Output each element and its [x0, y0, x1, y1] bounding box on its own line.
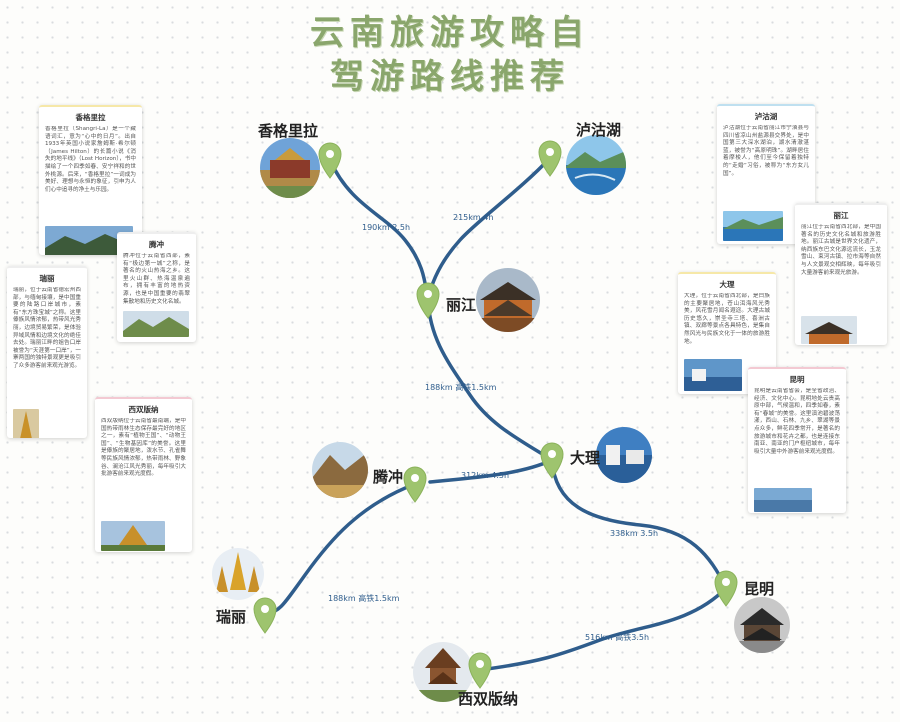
city-label-tengchong: 腾冲 — [373, 468, 404, 486]
route-lines — [263, 156, 728, 672]
info-card-text: 昆明是云南省省会，是全省政治、经济、文化中心。昆明地处云贵高原中部，气候温和，四… — [754, 388, 840, 455]
pin-ruili — [253, 597, 277, 634]
info-card-photo — [123, 311, 189, 337]
info-card-text: 瑞丽，位于云南省德宏州西部，与缅甸接壤，是中国重要的陆路口岸城市，素有“东方珠宝… — [13, 287, 81, 369]
info-card-text: 西双版纳位于云南省最南端，是中国热带雨林生态保存最完好的地区之一，素有“植物王国… — [101, 418, 186, 478]
pin-tengchong — [403, 466, 427, 503]
pin-lugu — [538, 140, 562, 177]
city-photo-shangrila — [260, 138, 320, 198]
info-card-photo — [754, 488, 812, 512]
city-label-dali: 大理 — [570, 449, 601, 467]
info-card-text: 大理，位于云南省西北部，是白族的主要聚居地，苍山洱海风光秀美，风花雪月闻名遐迩。… — [684, 293, 770, 345]
map-title-line-2: 驾游路线推荐 — [330, 57, 570, 97]
pin-shangrila — [318, 142, 342, 179]
info-card-photo — [13, 409, 39, 438]
pin-lijiang — [416, 282, 440, 319]
map-title-line-1: 云南旅游攻略自 — [310, 13, 590, 53]
city-photo-kunming — [734, 597, 790, 653]
info-card-photo — [684, 359, 742, 391]
city-photo-lijiang — [476, 268, 540, 332]
info-card-photo — [101, 521, 165, 551]
route-dali-kunming — [550, 458, 728, 590]
pins — [253, 140, 738, 689]
route-kunming-banna — [478, 586, 728, 672]
route-dali-tengchong — [428, 458, 554, 484]
city-label-kunming: 昆明 — [744, 580, 775, 598]
info-card-title: 腾冲 — [149, 240, 164, 249]
route-lugu-lijiang — [426, 156, 552, 302]
city-label-shangrila: 香格里拉 — [258, 122, 319, 140]
info-card-ruili: 瑞丽 瑞丽，位于云南省德宏州西部，与缅甸接壤，是中国重要的陆路口岸城市，素有“东… — [7, 266, 87, 438]
info-card-title: 大理 — [719, 280, 735, 289]
route-label-shangrila-lijiang: 190km 2.5h — [362, 223, 410, 232]
route-label-dali-tengchong: 312km 4.5h — [461, 471, 509, 480]
city-photo-ruili — [212, 548, 264, 600]
route-label-lijiang-dali: 188km 高铁1.5km — [425, 382, 497, 392]
info-card-lijiang: 丽江 丽江位于云南省西北部，是中国著名的历史文化名城和旅游胜地。丽江古城是世界文… — [795, 203, 887, 345]
info-card-title: 丽江 — [833, 211, 849, 220]
info-card-kunming: 昆明 昆明是云南省省会，是全省政治、经济、文化中心。昆明地处云贵高原中部，气候温… — [748, 367, 846, 513]
info-card-text: 泸沽湖位于云南省丽江市宁蒗县与四川省凉山州盐源县交界处，是中国第三大深水湖泊，湖… — [723, 125, 809, 177]
info-card-text: 丽江位于云南省西北部，是中国著名的历史文化名城和旅游胜地。丽江古城是世界文化遗产… — [801, 224, 881, 276]
route-label-dali-kunming: 338km 3.5h — [610, 529, 658, 538]
info-card-text: 香格里拉（Shangri-La）是一个藏语词汇，意为“心中的日月”。出自1933… — [45, 126, 136, 193]
pin-xishuangbanna — [468, 652, 492, 689]
info-card-dali: 大理 大理，位于云南省西北部，是白族的主要聚居地，苍山洱海风光秀美，风花雪月闻名… — [678, 272, 776, 394]
info-card-tengchong: 腾冲 腾冲位于云南省西部，素有“极边第一城”之称，是著名的火山热海之乡。这里火山… — [117, 232, 196, 342]
info-card-lugu: 泸沽湖 泸沽湖位于云南省丽江市宁蒗县与四川省凉山州盐源县交界处，是中国第三大深水… — [717, 104, 815, 244]
city-label-ruili: 瑞丽 — [216, 608, 247, 626]
info-card-text: 腾冲位于云南省西部，素有“极边第一城”之称，是著名的火山热海之乡。这里火山群、热… — [123, 253, 190, 305]
route-tengchong-ruili — [263, 482, 417, 617]
city-photo-dali — [596, 427, 652, 483]
info-card-title: 西双版纳 — [128, 405, 159, 414]
route-lijiang-dali — [426, 298, 554, 462]
info-card-title: 香格里拉 — [75, 113, 106, 122]
info-card-title: 瑞丽 — [39, 274, 55, 283]
city-photo-tengchong — [312, 442, 368, 498]
info-card-title: 昆明 — [789, 375, 805, 384]
city-label-lijiang: 丽江 — [446, 296, 477, 314]
pin-kunming — [714, 570, 738, 607]
route-label-tengchong-ruili: 188km 高铁1.5km — [328, 593, 400, 603]
route-label-lugu-lijiang: 215km 4h — [453, 213, 493, 222]
info-card-photo — [723, 211, 783, 241]
city-label-lugu: 泸沽湖 — [576, 121, 622, 139]
info-card-shangrila: 香格里拉 香格里拉（Shangri-La）是一个藏语词汇，意为“心中的日月”。出… — [39, 105, 142, 255]
pin-dali — [540, 442, 564, 479]
city-photo-xishuangbanna — [413, 642, 473, 702]
city-photo-lugu — [566, 135, 626, 195]
route-label-kunming-banna: 516km 高铁3.5h — [585, 632, 649, 642]
info-card-xishuangbanna: 西双版纳 西双版纳位于云南省最南端，是中国热带雨林生态保存最完好的地区之一，素有… — [95, 397, 192, 552]
info-card-photo — [801, 316, 857, 344]
info-card-title: 泸沽湖 — [754, 112, 778, 121]
city-label-xishuangbanna: 西双版纳 — [458, 690, 519, 708]
